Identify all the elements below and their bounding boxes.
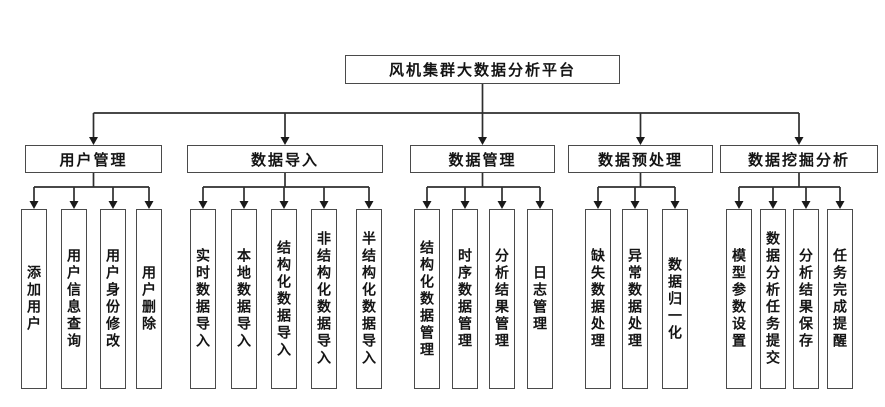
branch-node-data-import: 数据导入 xyxy=(187,145,383,173)
arrowhead-icon xyxy=(734,201,744,209)
leaf-node-data-management-3: 日志管理 xyxy=(527,209,553,389)
leaf-node-data-management-2: 分析结果管理 xyxy=(489,209,515,389)
leaf-node-data-mining-analysis-1: 数据分析任务提交 xyxy=(760,209,786,389)
leaf-node-data-management-0: 结构化数据管理 xyxy=(414,209,440,389)
arrowhead-icon xyxy=(768,201,778,209)
arrowhead-icon xyxy=(364,201,374,209)
branch-node-data-preprocessing: 数据预处理 xyxy=(568,145,713,173)
leaf-node-data-import-4: 半结构化数据导入 xyxy=(356,209,382,389)
arrowhead-icon xyxy=(29,201,39,209)
arrowhead-icon xyxy=(239,201,249,209)
leaf-node-user-management-0: 添加用户 xyxy=(21,209,47,389)
arrowhead-icon xyxy=(636,137,645,145)
arrowhead-icon xyxy=(593,201,603,209)
branch-node-data-mining-analysis: 数据挖掘分析 xyxy=(720,145,878,173)
arrowhead-icon xyxy=(535,201,545,209)
leaf-node-data-import-2: 结构化数据导入 xyxy=(271,209,297,389)
arrowhead-icon xyxy=(670,201,680,209)
arrowhead-icon xyxy=(460,201,470,209)
arrowhead-icon xyxy=(478,137,487,145)
arrowhead-icon xyxy=(422,201,432,209)
arrowhead-icon xyxy=(108,201,118,209)
leaf-node-data-preprocessing-0: 缺失数据处理 xyxy=(585,209,611,389)
leaf-node-data-import-3: 非结构化数据导入 xyxy=(311,209,337,389)
arrowhead-icon xyxy=(279,201,289,209)
leaf-node-data-mining-analysis-0: 模型参数设置 xyxy=(726,209,752,389)
leaf-node-data-mining-analysis-2: 分析结果保存 xyxy=(793,209,819,389)
root-node: 风机集群大数据分析平台 xyxy=(345,55,620,84)
leaf-node-data-preprocessing-1: 异常数据处理 xyxy=(622,209,648,389)
leaf-node-data-import-1: 本地数据导入 xyxy=(231,209,257,389)
arrowhead-icon xyxy=(198,201,208,209)
leaf-node-user-management-1: 用户信息查询 xyxy=(61,209,87,389)
branch-node-user-management: 用户管理 xyxy=(25,145,162,173)
arrowhead-icon xyxy=(801,201,811,209)
leaf-node-data-mining-analysis-3: 任务完成提醒 xyxy=(827,209,853,389)
arrowhead-icon xyxy=(497,201,507,209)
leaf-node-data-preprocessing-2: 数据归一化 xyxy=(662,209,688,389)
arrowhead-icon xyxy=(630,201,640,209)
leaf-node-data-import-0: 实时数据导入 xyxy=(190,209,216,389)
leaf-node-user-management-3: 用户删除 xyxy=(136,209,162,389)
arrowhead-icon xyxy=(69,201,79,209)
arrowhead-icon xyxy=(89,137,98,145)
arrowhead-icon xyxy=(144,201,154,209)
arrowhead-icon xyxy=(319,201,329,209)
leaf-node-user-management-2: 用户身份修改 xyxy=(100,209,126,389)
arrowhead-icon xyxy=(794,137,804,145)
branch-node-data-management: 数据管理 xyxy=(410,145,555,173)
arrowhead-icon xyxy=(835,201,845,209)
arrowhead-icon xyxy=(280,137,290,145)
leaf-node-data-management-1: 时序数据管理 xyxy=(452,209,478,389)
